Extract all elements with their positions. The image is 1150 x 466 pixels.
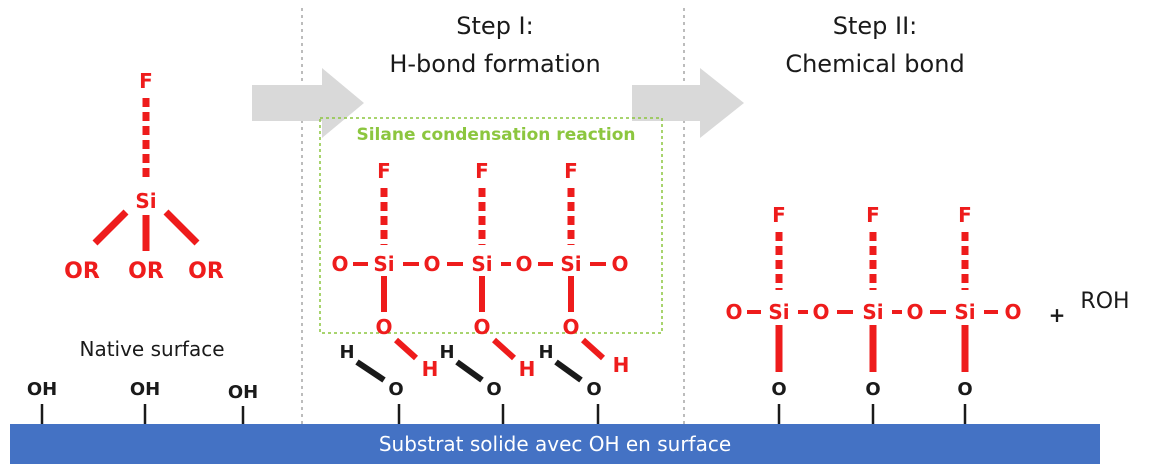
bond-Si-OR-left (92, 209, 129, 246)
bond-H-O (455, 359, 484, 383)
bond-O-H (393, 337, 419, 361)
surface-H: H (538, 342, 553, 363)
atom-O: O (473, 315, 490, 339)
atom-O: O (562, 315, 579, 339)
step1-title: Step I: (456, 12, 533, 40)
bond-Si-OR-right (163, 209, 200, 246)
atom-O: O (331, 252, 348, 276)
atom-O: O (423, 252, 440, 276)
surface-O: O (388, 379, 403, 400)
grafted-surface-oxygens: O O O (771, 379, 973, 424)
native-surface-label: Native surface (79, 337, 224, 361)
step2-title: Step II: (833, 12, 918, 40)
substrate-label: Substrat solide avec OH en surface (379, 432, 731, 456)
atom-Si: Si (560, 252, 581, 276)
reaction-box (319, 117, 663, 334)
atom-F: F (564, 159, 578, 183)
arrow-step2 (632, 68, 744, 138)
group-OR-left: OR (64, 259, 100, 284)
group-OR-right: OR (188, 259, 224, 284)
grafted-silane-chain: F F F O Si O Si O Si O (725, 203, 1022, 372)
atom-Si: Si (954, 300, 975, 324)
atom-F: F (377, 159, 391, 183)
surface-H: H (439, 342, 454, 363)
surface-O: O (486, 379, 501, 400)
surface-O: O (865, 379, 880, 400)
bond-O-H (580, 337, 606, 361)
atom-O: O (725, 300, 742, 324)
atom-Si: Si (768, 300, 789, 324)
surface-H: H (339, 342, 354, 363)
native-surface-hydroxyls: OH OH OH (27, 379, 258, 424)
surface-O: O (771, 379, 786, 400)
atom-O: O (515, 252, 532, 276)
atom-O: O (1004, 300, 1021, 324)
atom-F: F (772, 203, 786, 227)
reaction-box-label: Silane condensation reaction (356, 125, 635, 145)
atom-H: H (422, 357, 439, 381)
surface-O: O (586, 379, 601, 400)
step1-subtitle: H-bond formation (389, 50, 600, 78)
hbond-silane-chain: F F F O Si O Si O Si O O O O H H H (331, 159, 629, 381)
step2-subtitle: Chemical bond (785, 50, 964, 78)
atom-F: F (866, 203, 880, 227)
silane-molecule: F Si OR OR OR (64, 69, 224, 284)
surface-O: O (957, 379, 972, 400)
atom-O: O (611, 252, 628, 276)
surface-OH-3: OH (228, 382, 258, 403)
group-OR-center: OR (128, 259, 164, 284)
bond-H-O (355, 359, 386, 383)
atom-Si: Si (135, 189, 156, 213)
atom-Si: Si (862, 300, 883, 324)
substrate-bar (10, 424, 1100, 464)
atom-H: H (519, 357, 536, 381)
surface-OH-1: OH (27, 379, 57, 400)
atom-Si: Si (471, 252, 492, 276)
atom-Si: Si (373, 252, 394, 276)
atom-O: O (812, 300, 829, 324)
hbond-surface-hydroxyls: H O H O H O (339, 342, 602, 424)
atom-F: F (475, 159, 489, 183)
atom-H: H (613, 353, 630, 377)
plus-sign: + (1049, 303, 1066, 327)
bond-O-H (491, 337, 517, 361)
atom-O: O (906, 300, 923, 324)
atom-F: F (958, 203, 972, 227)
atom-O: O (375, 315, 392, 339)
surface-OH-2: OH (130, 379, 160, 400)
byproduct-ROH: ROH (1080, 289, 1129, 314)
bond-H-O (554, 359, 583, 383)
atom-F: F (139, 69, 153, 93)
arrow-step1 (252, 68, 364, 138)
